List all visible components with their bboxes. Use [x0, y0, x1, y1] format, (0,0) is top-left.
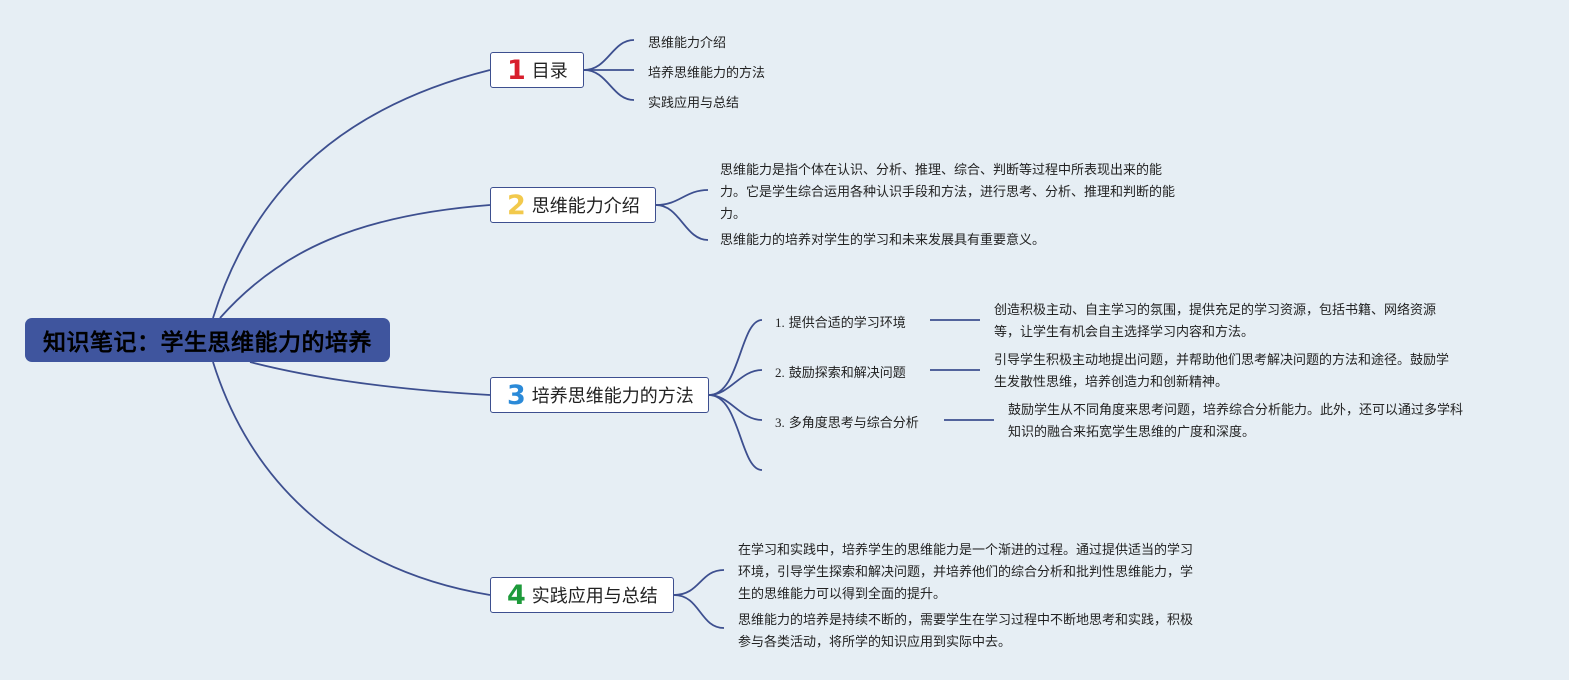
- topic-number-3: 3: [507, 379, 526, 411]
- root-title: 知识笔记：学生思维能力的培养: [43, 330, 372, 356]
- topic-title: 思维能力介绍: [531, 196, 640, 217]
- root-node[interactable]: 知识笔记：学生思维能力的培养: [25, 318, 390, 362]
- topic-number-1: 1: [507, 54, 526, 86]
- summary-paragraph-2: 思维能力的培养是持续不断的，需要学生在学习过程中不断地思考和实践，积极 参与各类…: [738, 613, 1194, 650]
- topic-summary[interactable]: 4 实践应用与总结: [490, 577, 674, 613]
- method-1-label[interactable]: 1.提供合适的学习环境: [775, 315, 906, 330]
- summary-paragraph-1: 在学习和实践中，培养学生的思维能力是一个渐进的过程。通过提供适当的学习 环境，引…: [738, 543, 1194, 602]
- method-1-detail: 创造积极主动、自主学习的氛围，提供充足的学习资源，包括书籍、网络资源 等，让学生…: [994, 303, 1437, 340]
- toc-item-1[interactable]: 思维能力介绍: [648, 36, 727, 51]
- connector-root-topic2: [219, 204, 491, 319]
- topic-toc[interactable]: 1 目录: [490, 52, 584, 88]
- intro-paragraph-1: 思维能力是指个体在认识、分析、推理、综合、判断等过程中所表现出来的能 力。它是学…: [720, 163, 1176, 222]
- topic-title: 培养思维能力的方法: [531, 386, 694, 407]
- intro-paragraph-2: 思维能力的培养对学生的学习和未来发展具有重要意义。: [720, 233, 1046, 248]
- connector-root-topic3: [249, 361, 491, 396]
- topic-methods[interactable]: 3 培养思维能力的方法: [490, 377, 709, 413]
- method-2-detail: 引导学生积极主动地提出问题，并帮助他们思考解决问题的方法和途径。鼓励学 生发散性…: [994, 353, 1450, 390]
- toc-item-2[interactable]: 培养思维能力的方法: [648, 66, 766, 81]
- method-3-label[interactable]: 3.多角度思考与综合分析: [775, 415, 919, 430]
- connector-root-topic1: [212, 69, 491, 319]
- topic-title: 目录: [531, 61, 568, 82]
- topic-intro[interactable]: 2 思维能力介绍: [490, 187, 656, 223]
- method-2-label[interactable]: 2.鼓励探索和解决问题: [775, 365, 906, 380]
- topic-number-4: 4: [507, 579, 526, 611]
- topic-title: 实践应用与总结: [531, 586, 658, 607]
- method-3-detail: 鼓励学生从不同角度来思考问题，培养综合分析能力。此外，还可以通过多学科 知识的融…: [1008, 403, 1464, 440]
- connector-root-topic4: [212, 361, 491, 596]
- toc-item-3[interactable]: 实践应用与总结: [648, 96, 740, 111]
- topic-number-2: 2: [507, 189, 526, 221]
